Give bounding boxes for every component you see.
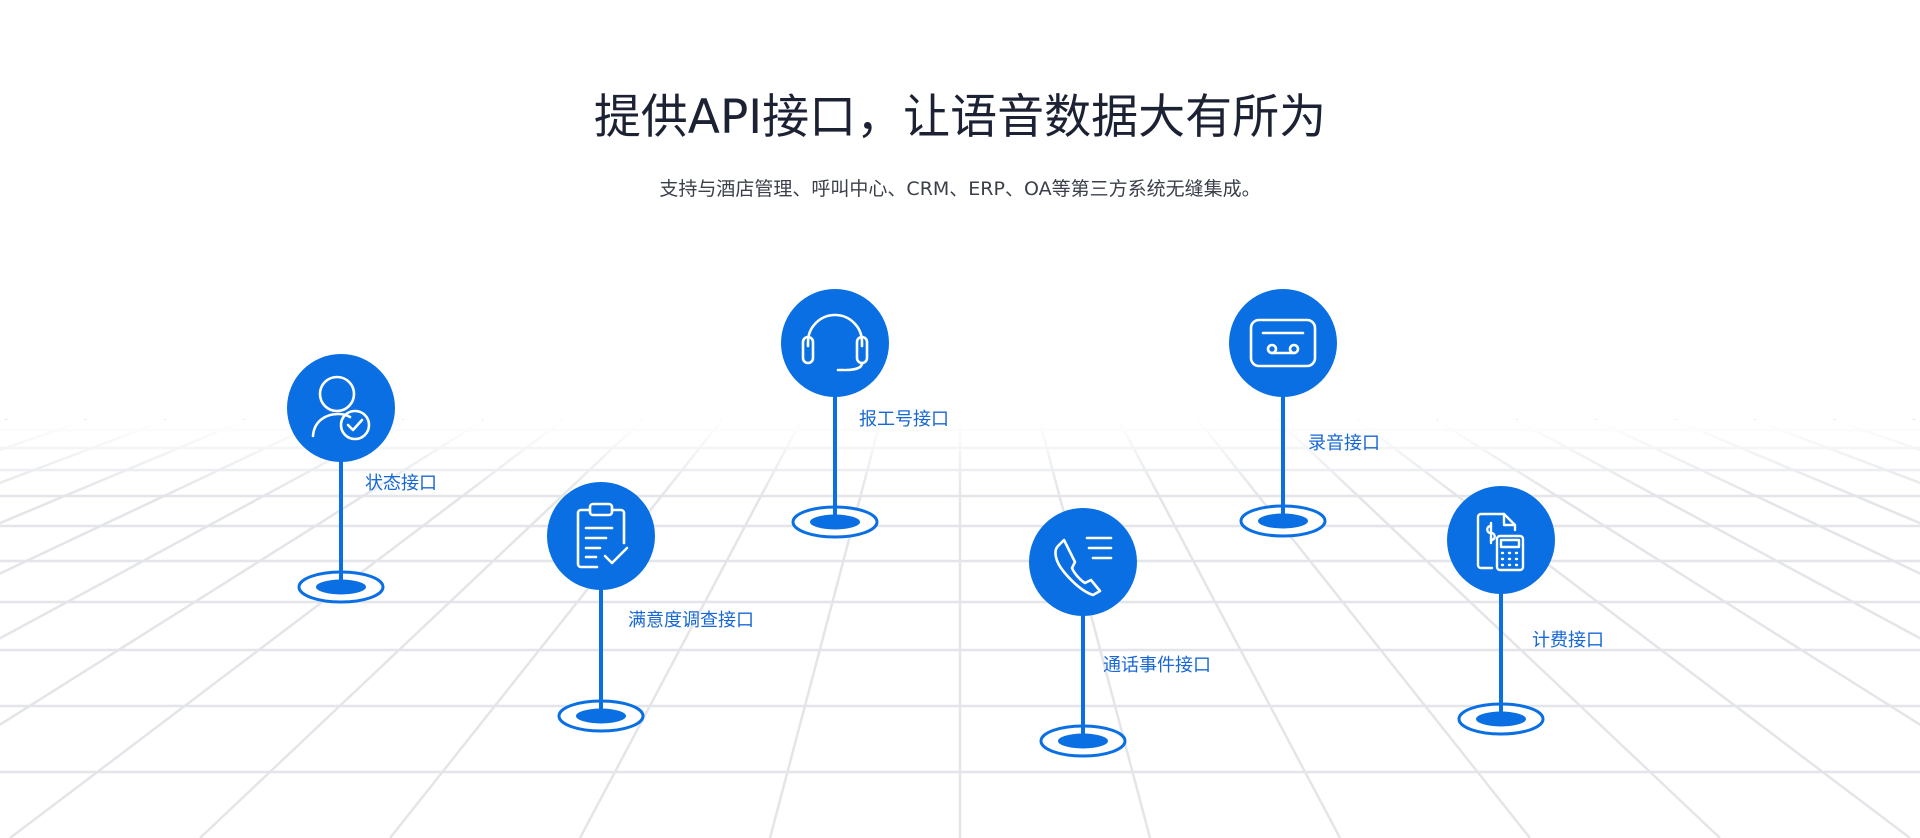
pin-head [781, 289, 889, 397]
voicemail-icon [1249, 318, 1317, 368]
api-label-agent-id[interactable]: 报工号接口 [859, 409, 949, 430]
pin-head [547, 482, 655, 590]
headset-icon [801, 313, 869, 372]
api-label-billing[interactable]: 计费接口 [1532, 630, 1604, 651]
billing-calculator-icon [1476, 512, 1525, 572]
pin-head [1029, 508, 1137, 616]
clipboard-check-icon [576, 502, 629, 569]
pin-base-dot [810, 514, 860, 530]
page-title: 提供API接口，让语音数据大有所为 [593, 90, 1327, 145]
api-label-call-event[interactable]: 通话事件接口 [1103, 655, 1211, 676]
phone-list-icon [1054, 536, 1113, 597]
api-label-recording[interactable]: 录音接口 [1308, 433, 1380, 454]
pin-base-dot [316, 579, 366, 595]
pin-base-dot [576, 708, 626, 724]
pin-head [1229, 289, 1337, 397]
pin-base-dot [1058, 733, 1108, 749]
pin-base-dot [1476, 711, 1526, 727]
api-label-status[interactable]: 状态接口 [365, 473, 437, 494]
user-check-icon [311, 375, 371, 441]
page-subtitle: 支持与酒店管理、呼叫中心、CRM、ERP、OA等第三方系统无缝集成。 [659, 178, 1261, 200]
api-label-satisfaction[interactable]: 满意度调查接口 [628, 610, 754, 631]
pin-base-dot [1258, 513, 1308, 529]
